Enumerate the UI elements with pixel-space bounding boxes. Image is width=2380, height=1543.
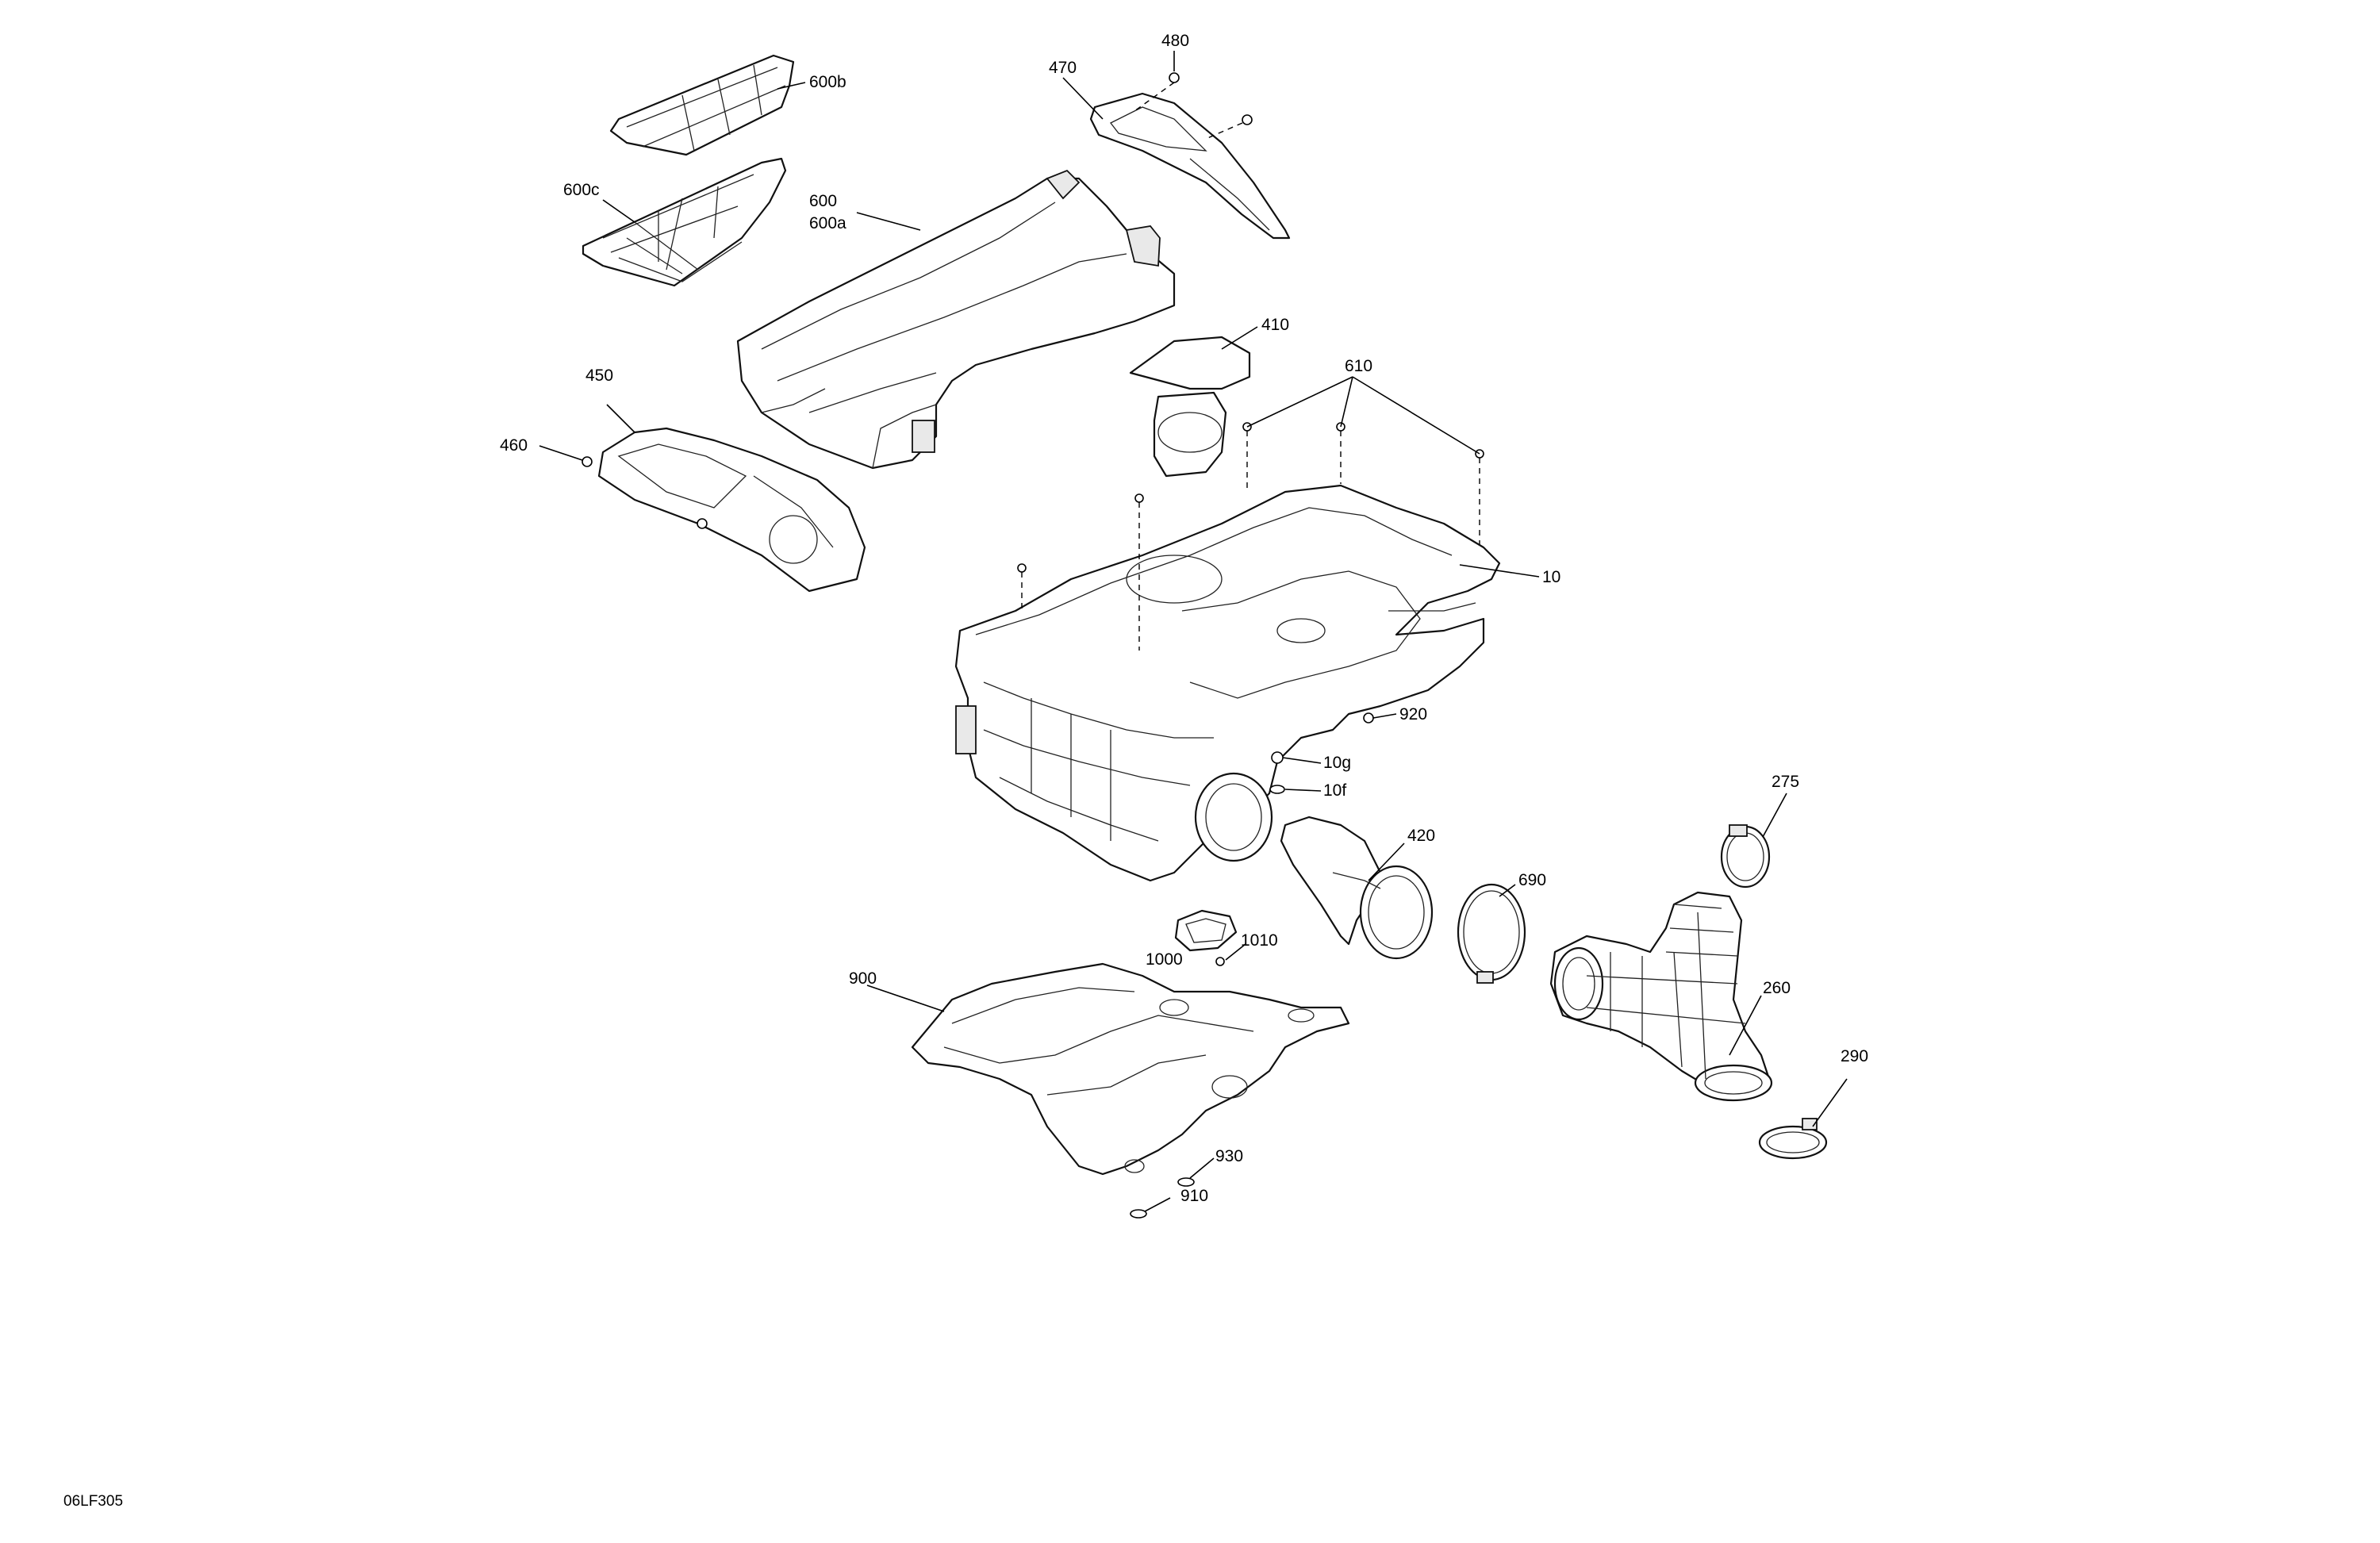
part-600b-cover [609, 54, 795, 156]
fastener-930-910 [1130, 1177, 1195, 1219]
callout-470: 470 [1049, 59, 1077, 77]
callout-1000: 1000 [1146, 950, 1183, 969]
callout-600b: 600b [809, 73, 846, 91]
part-260-hose [1549, 891, 1773, 1102]
callout-10f: 10f [1323, 781, 1346, 800]
part-275-clamp [1720, 824, 1771, 889]
callout-260: 260 [1763, 979, 1791, 997]
part-450-side-panel [597, 427, 866, 593]
callout-420: 420 [1407, 827, 1435, 845]
callout-10g: 10g [1323, 754, 1351, 772]
callout-610: 610 [1345, 357, 1372, 375]
callout-480: 480 [1161, 32, 1189, 50]
callout-450: 450 [585, 367, 613, 385]
callout-900: 900 [849, 969, 877, 988]
callout-910: 910 [1180, 1187, 1208, 1205]
callout-930: 930 [1215, 1147, 1243, 1165]
callout-275: 275 [1772, 773, 1799, 791]
part-900-skid-plate [911, 962, 1350, 1176]
callout-10: 10 [1542, 568, 1560, 586]
part-600c-grille [582, 157, 787, 287]
callout-1010: 1010 [1241, 931, 1278, 950]
callout-600c: 600c [563, 181, 600, 199]
fastener-1010 [1215, 957, 1225, 966]
part-290-clamp [1758, 1118, 1828, 1160]
part-470-side-panel [1089, 92, 1291, 240]
callout-labels: 480 470 600b 600c 600 600a 410 610 450 4… [500, 32, 1868, 1205]
callout-460: 460 [500, 436, 528, 455]
part-600-intake-duct [736, 169, 1176, 470]
callout-410: 410 [1261, 316, 1289, 334]
fastener-480 [1134, 72, 1253, 140]
callout-290: 290 [1841, 1047, 1868, 1065]
callout-600: 600 [809, 192, 837, 210]
fastener-460 [582, 456, 708, 529]
callout-600a: 600a [809, 214, 846, 232]
leader-lines [539, 51, 1848, 1212]
part-1000-cap [1174, 909, 1238, 952]
part-10-airbox [954, 484, 1501, 882]
callout-920: 920 [1399, 705, 1427, 724]
callout-690: 690 [1518, 871, 1546, 889]
part-690-clamp [1457, 883, 1526, 984]
figure-code: 06LF305 [63, 1493, 123, 1510]
part-410-boot [1129, 336, 1251, 478]
part-420-elbow [1280, 816, 1434, 960]
